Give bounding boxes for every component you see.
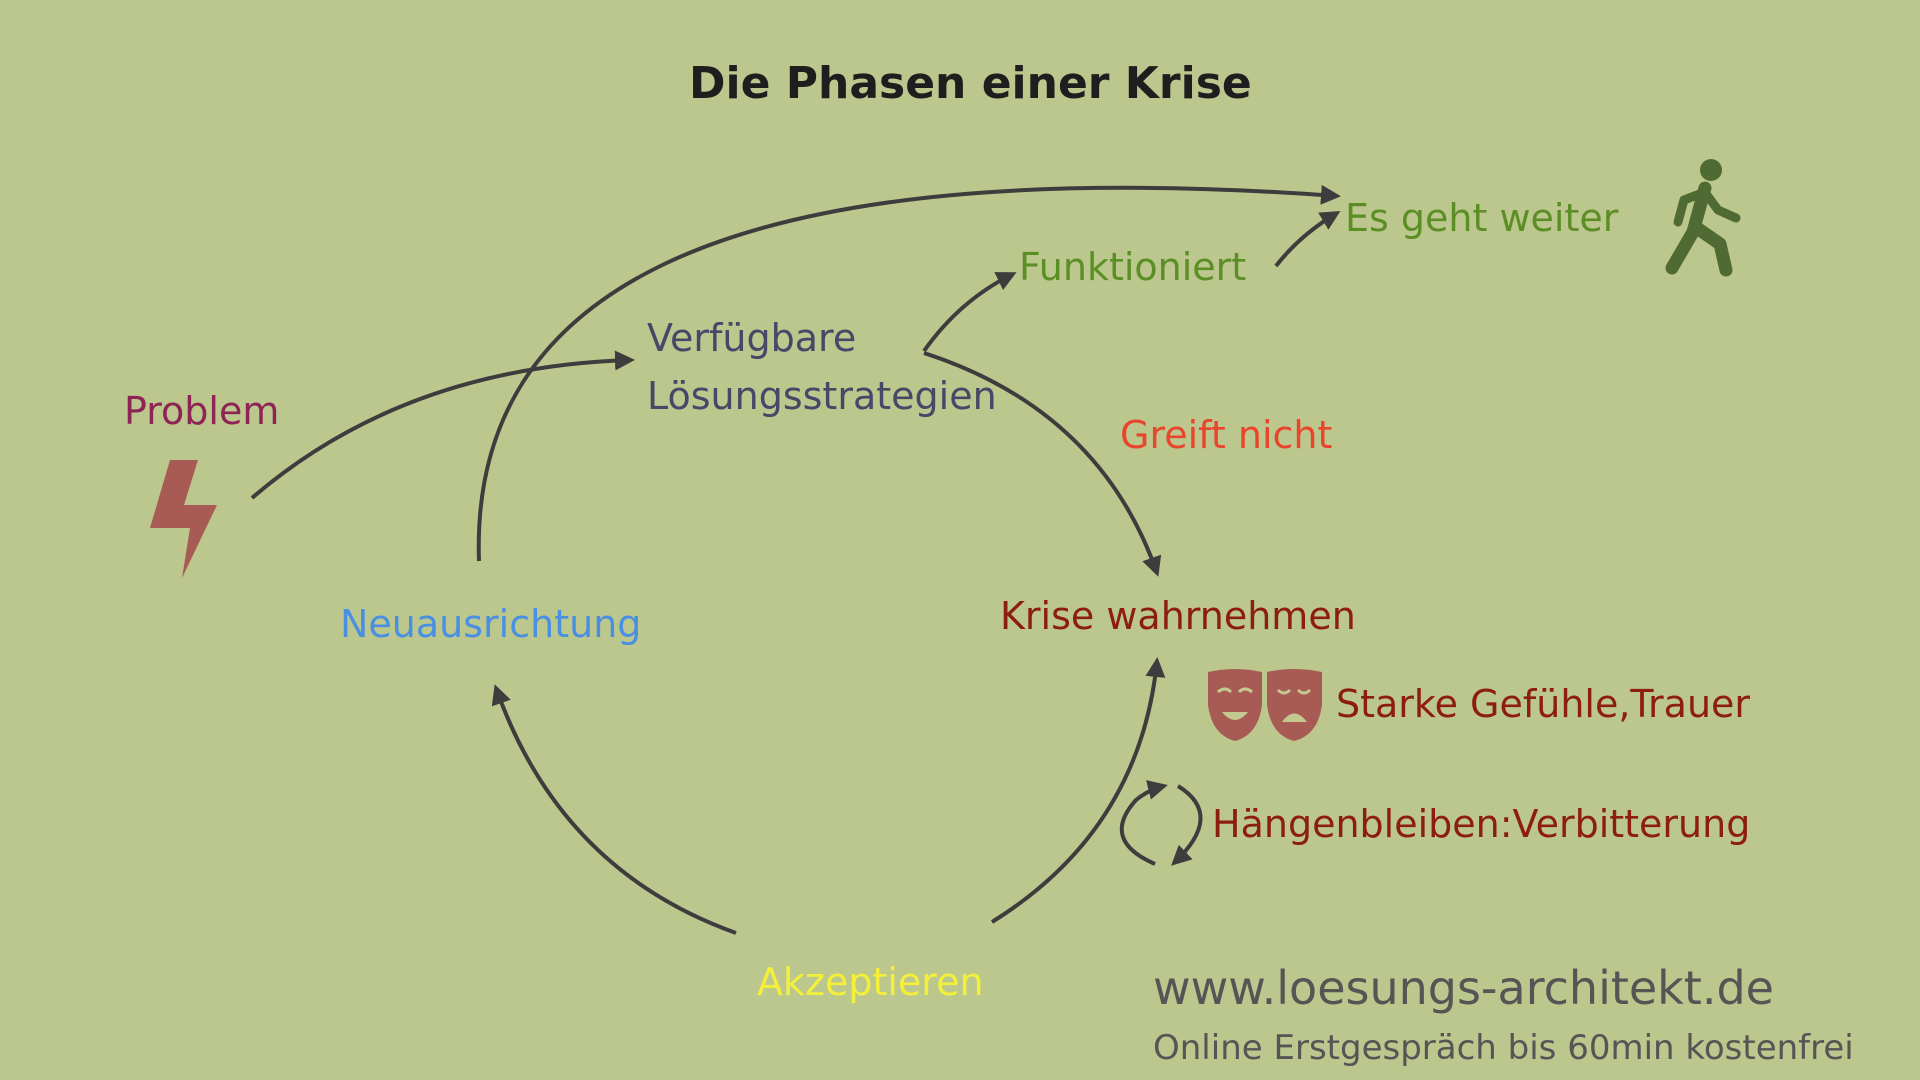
node-fails: Greift nicht — [1120, 413, 1333, 457]
node-strategies-line2: Lösungsstrategien — [647, 374, 997, 418]
node-problem: Problem — [124, 389, 280, 433]
page-title: Die Phasen einer Krise — [689, 58, 1252, 109]
arrow-works-to-continues — [1274, 210, 1341, 268]
arrow-strategies-to-works — [922, 272, 1017, 353]
footer-offer: Online Erstgespräch bis 60min kostenfrei — [1153, 1028, 1854, 1068]
footer-website[interactable]: www.loesungs-architekt.de — [1153, 961, 1774, 1015]
theater-masks-icon — [1208, 669, 1322, 741]
lightning-icon — [150, 460, 217, 578]
node-accept: Akzeptieren — [757, 960, 984, 1004]
node-strategies-line1: Verfügbare — [647, 316, 857, 360]
arrow-strategies-to-crisis — [923, 351, 1162, 577]
arrow-accept-to-reorient — [491, 684, 737, 935]
cycle-arrow-right — [1171, 784, 1203, 866]
node-continues: Es geht weiter — [1345, 196, 1619, 240]
arrow-accept-to-crisis — [990, 657, 1166, 924]
node-reorient: Neuausrichtung — [340, 602, 642, 646]
walking-person-icon — [1665, 159, 1741, 277]
node-perceive: Krise wahrnehmen — [1000, 594, 1356, 638]
cycle-arrow-left — [1119, 780, 1168, 866]
arrow-reorient-to-continues — [476, 184, 1341, 562]
node-works: Funktioniert — [1019, 245, 1247, 289]
arrow-problem-to-strategies — [250, 350, 635, 500]
node-stuck: Hängenbleiben:Verbitterung — [1212, 802, 1751, 846]
node-emotions: Starke Gefühle,Trauer — [1336, 682, 1751, 726]
